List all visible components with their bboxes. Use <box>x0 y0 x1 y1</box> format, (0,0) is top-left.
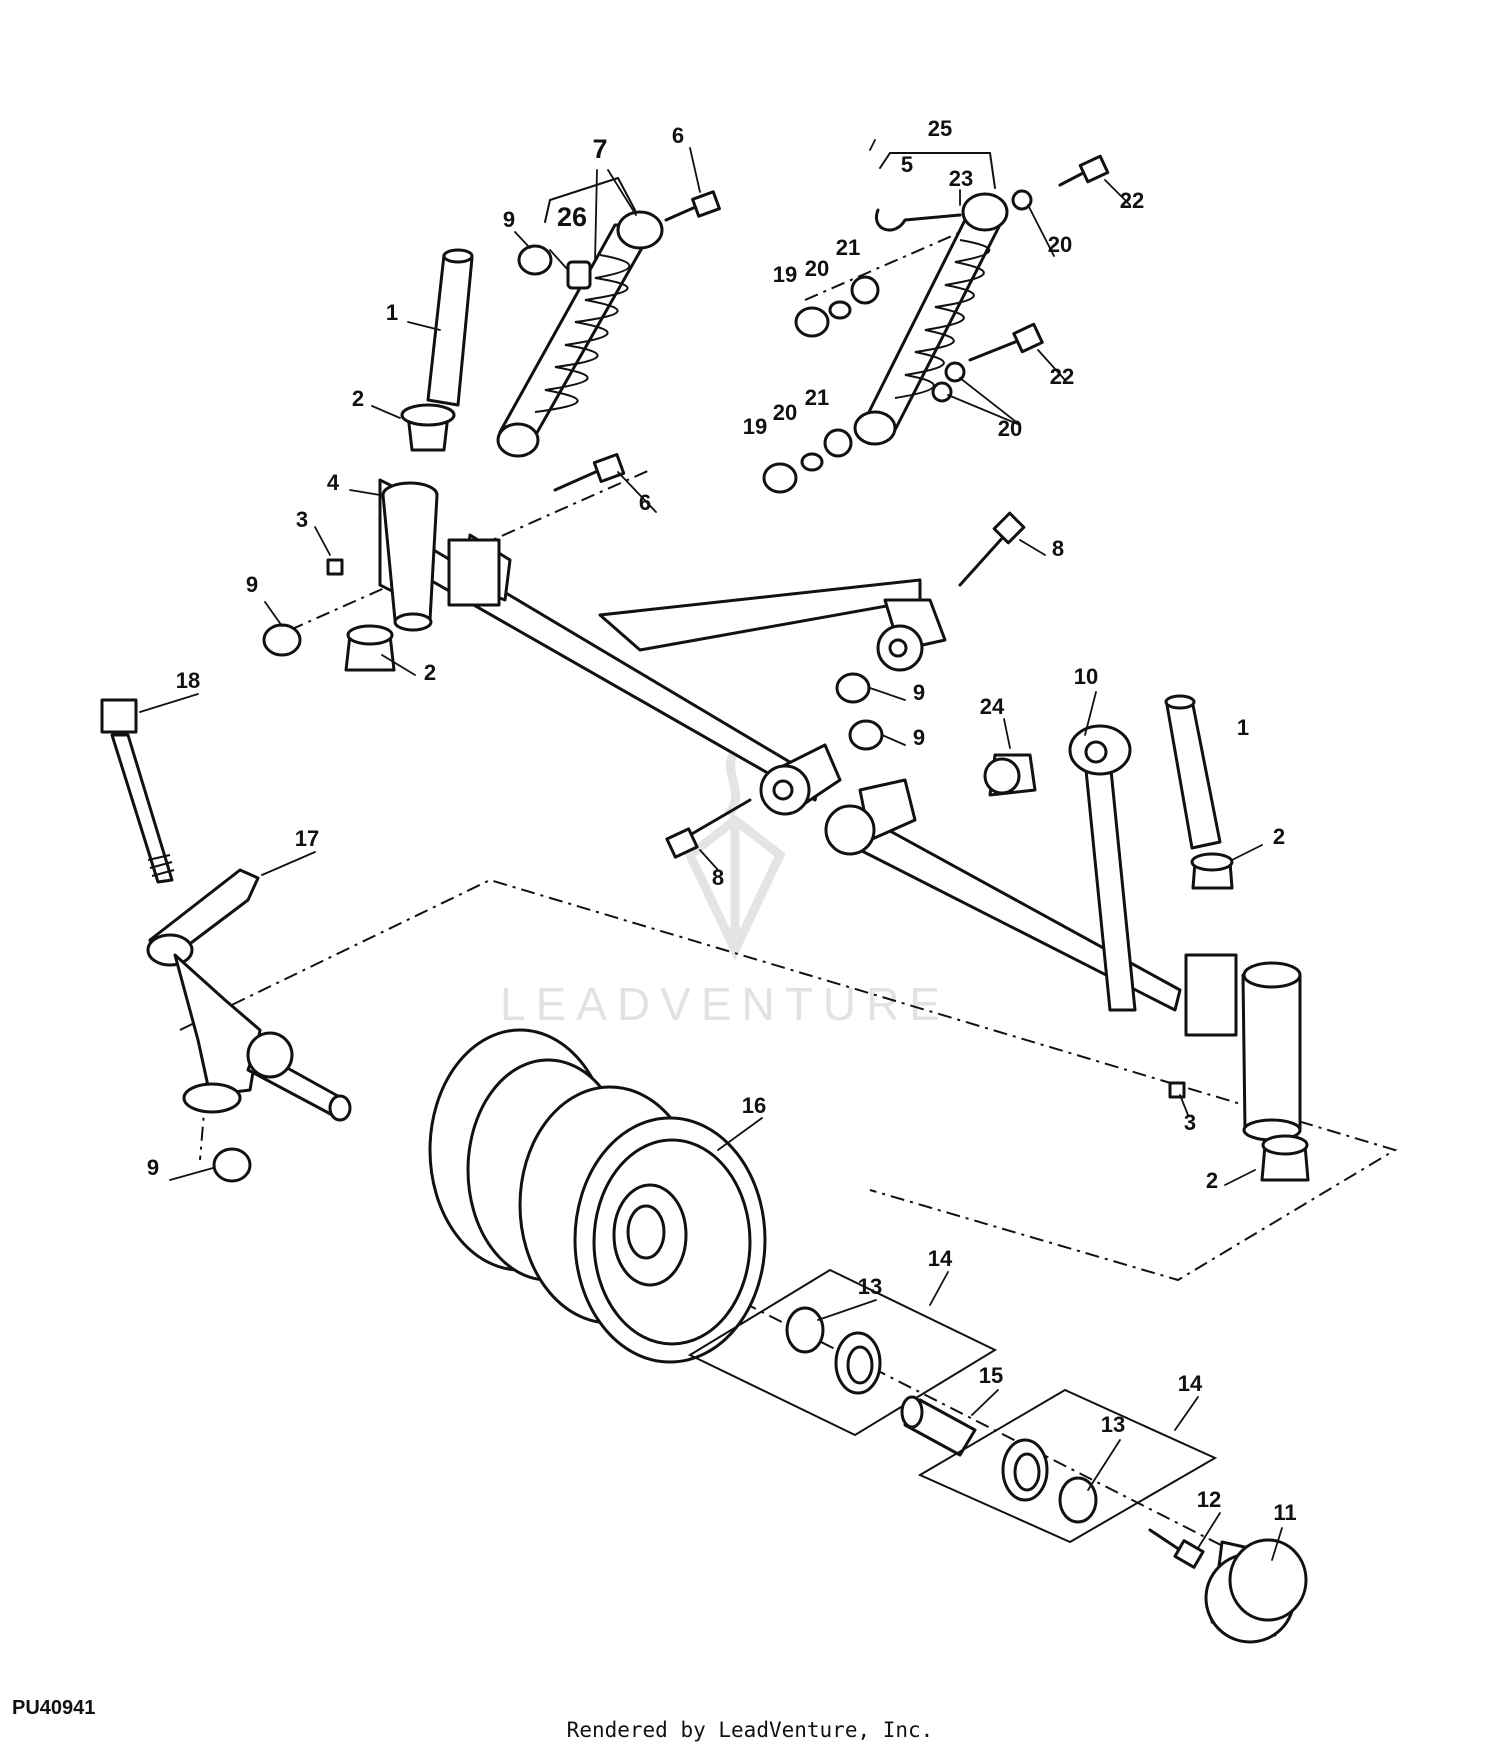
bearing-kit-part-14-inner <box>687 1268 998 1437</box>
callout-19: 19 <box>773 262 797 287</box>
callout-17: 17 <box>295 826 319 851</box>
callout-3: 3 <box>296 507 308 532</box>
pin-part-1-right <box>1164 694 1222 850</box>
callout-19: 19 <box>743 414 767 439</box>
leader-lines <box>139 139 1283 1561</box>
spacer-part-21 <box>823 275 880 458</box>
callout-4: 4 <box>327 470 340 495</box>
callout-5: 5 <box>901 152 913 177</box>
callout-21: 21 <box>805 385 829 410</box>
callout-9: 9 <box>503 207 515 232</box>
callout-20: 20 <box>1048 232 1072 257</box>
bolt-part-12 <box>1148 1528 1205 1569</box>
bolt-part-8-upper <box>958 511 1026 587</box>
watermark-text: LEADVENTURE <box>500 978 950 1030</box>
callout-3: 3 <box>1184 1110 1196 1135</box>
callout-24: 24 <box>980 694 1005 719</box>
callout-20: 20 <box>805 256 829 281</box>
bolt-part-8-lower <box>665 798 752 859</box>
callout-9: 9 <box>913 680 925 705</box>
callout-26: 26 <box>557 202 587 232</box>
screw-part-3 <box>326 558 1186 1099</box>
nut-part-9 <box>212 244 884 1183</box>
bracket-part-7 <box>544 177 636 223</box>
bearing-kit-part-14-outer <box>917 1388 1218 1544</box>
pivot-bushing-8 <box>759 743 842 816</box>
locknut-part-19 <box>762 306 830 494</box>
callout-2: 2 <box>352 386 364 411</box>
callout-15: 15 <box>979 1363 1003 1388</box>
callout-8: 8 <box>1052 536 1064 561</box>
pivot-bushing-9 <box>876 598 947 672</box>
callout-18: 18 <box>176 668 200 693</box>
spacer-tube-part-15 <box>900 1395 977 1457</box>
bolt-part-6-lower <box>553 452 626 492</box>
callout-2: 2 <box>1206 1168 1218 1193</box>
bolt-part-18 <box>100 698 175 884</box>
pin-part-1-left <box>426 248 474 407</box>
bolt-part-22-upper <box>1058 154 1110 187</box>
shock-absorber-part-7 <box>496 210 664 458</box>
callout-13: 13 <box>858 1274 882 1299</box>
callout-12: 12 <box>1197 1487 1221 1512</box>
callout-20: 20 <box>773 400 797 425</box>
callout-1: 1 <box>386 300 398 325</box>
callout-6: 6 <box>639 490 651 515</box>
callout-23: 23 <box>949 166 973 191</box>
assembly-guide-outline <box>179 878 1398 1282</box>
shock-absorber-part-23 <box>853 192 1009 446</box>
callout-20: 20 <box>998 416 1022 441</box>
callout-10: 10 <box>1074 664 1098 689</box>
callout-13: 13 <box>1101 1412 1125 1437</box>
front-axle-part-4 <box>378 478 922 802</box>
callout-7: 7 <box>592 134 607 164</box>
callout-11: 11 <box>1273 1500 1296 1525</box>
callout-14: 14 <box>1178 1371 1203 1396</box>
callout-2: 2 <box>424 660 436 685</box>
callout-6: 6 <box>672 123 684 148</box>
axle-arm-part-10 <box>824 724 1302 1142</box>
callout-1: 1 <box>1237 715 1249 740</box>
callout-9: 9 <box>147 1155 159 1180</box>
hub-cap-part-11 <box>1204 1538 1308 1644</box>
bushing-part-2 <box>344 403 1310 1182</box>
callout-9: 9 <box>246 572 258 597</box>
callout-21: 21 <box>836 235 860 260</box>
bracket-part-25 <box>879 152 996 189</box>
drawing-code: PU40941 <box>12 1697 96 1719</box>
bushing-part-24 <box>983 753 1037 797</box>
callout-8: 8 <box>712 865 724 890</box>
callout-9: 9 <box>913 725 925 750</box>
wheel-rim-part-16 <box>428 1028 767 1364</box>
washer-part-20 <box>800 189 1033 472</box>
callout-16: 16 <box>742 1093 766 1118</box>
callout-14: 14 <box>928 1246 953 1271</box>
callout-labels: 1122223345667889999910111213131414151617… <box>147 116 1297 1525</box>
spindle-part-17 <box>146 868 352 1122</box>
bolt-part-22-lower <box>968 322 1044 362</box>
callout-22: 22 <box>1050 364 1074 389</box>
bolt-part-6-upper <box>664 190 721 222</box>
render-credit: Rendered by LeadVenture, Inc. <box>566 1718 934 1742</box>
callout-2: 2 <box>1273 824 1285 849</box>
spacer-part-26 <box>566 260 592 290</box>
callout-22: 22 <box>1120 188 1144 213</box>
callout-25: 25 <box>928 116 952 141</box>
